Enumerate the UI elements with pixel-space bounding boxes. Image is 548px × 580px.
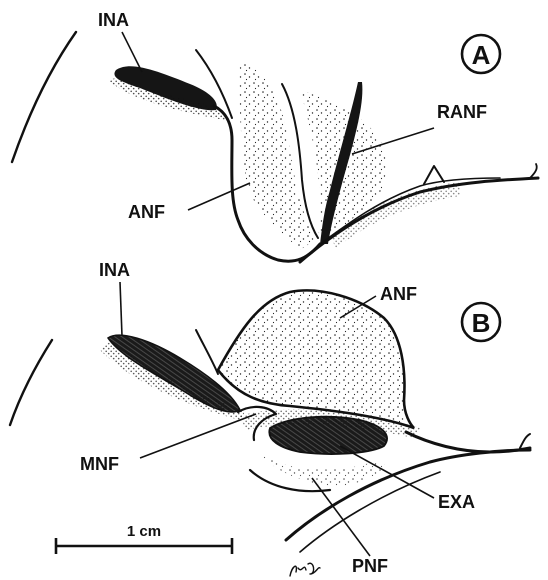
panel-b-label-anf: ANF xyxy=(380,284,417,304)
panel-b-label-mnf: MNF xyxy=(80,454,119,474)
panel-b: B INA ANF MNF EXA PNF xyxy=(10,260,530,576)
scale-bar-label: 1 cm xyxy=(127,523,161,540)
panel-b-letter: B xyxy=(472,308,491,338)
panel-b-anf-stem xyxy=(196,330,218,374)
panel-b-label-pnf: PNF xyxy=(352,556,388,576)
panel-b-outer-curve xyxy=(10,340,52,425)
panel-a-ridge-tip xyxy=(530,164,537,178)
panel-a-label-ina: INA xyxy=(98,10,129,30)
panel-a-stippled-region xyxy=(239,62,315,250)
panel-b-tip xyxy=(520,434,530,448)
panel-b-lower-wall xyxy=(286,450,530,540)
panel-b-leader-ina xyxy=(120,282,122,336)
panel-a-outer-curve xyxy=(12,32,76,162)
panel-a: A INA RANF ANF xyxy=(12,10,538,262)
panel-b-label-exa: EXA xyxy=(438,492,475,512)
panel-a-leader-anf xyxy=(188,183,250,210)
panel-b-label-ina: INA xyxy=(99,260,130,280)
panel-a-leader-ina xyxy=(122,32,142,72)
panel-b-leader-mnf xyxy=(140,414,256,458)
panel-a-letter: A xyxy=(472,40,491,70)
panel-a-label-ranf: RANF xyxy=(437,102,487,122)
panel-a-badge: A xyxy=(462,35,500,73)
panel-b-badge: B xyxy=(462,303,500,341)
scale-bar: 1 cm xyxy=(56,523,232,554)
panel-a-label-anf: ANF xyxy=(128,202,165,222)
artist-signature xyxy=(290,563,320,576)
